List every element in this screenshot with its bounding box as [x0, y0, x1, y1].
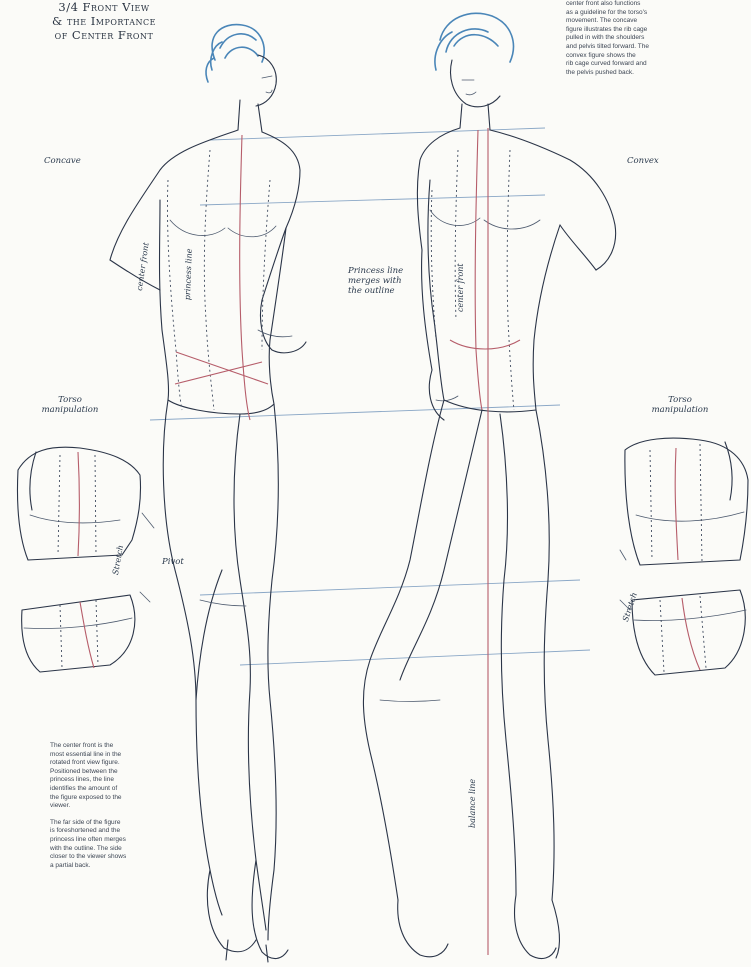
balance-line-label: balance line [468, 779, 477, 828]
note-line: rib cage curved forward and [566, 60, 649, 69]
note-line: most essential line in the [50, 751, 126, 760]
note-line: closer to the viewer shows [50, 853, 126, 862]
title-line: & the Importance [4, 14, 204, 28]
torso-manipulation-left-label: Torso manipulation [30, 395, 110, 415]
note-line: as a guideline for the torso's [566, 9, 649, 18]
note-line: figure illustrates the rib cage [566, 26, 649, 35]
left-torso-manipulation [17, 447, 154, 672]
note-line: The far side of the figure [50, 819, 126, 828]
torso-label-line: manipulation [640, 405, 720, 415]
torso-manipulation-right-label: Torso manipulation [640, 395, 720, 415]
note-line: is foreshortened and the [50, 827, 126, 836]
title-line: 3/4 Front View [4, 0, 204, 14]
note-line: princess lines, the line [50, 776, 126, 785]
right-torso-manipulation [620, 438, 748, 675]
princess-line-note: Princess line merges with the outline [348, 266, 403, 296]
paragraph-gap [50, 811, 126, 819]
horizontal-guide-lines [150, 128, 590, 665]
bottom-left-note: The center front is the most essential l… [50, 742, 126, 870]
note-line: center front also functions [566, 0, 649, 9]
note-line: viewer. [50, 802, 126, 811]
note-line: a partial back. [50, 862, 126, 871]
note-line: identifies the amount of [50, 785, 126, 794]
concave-label: Concave [44, 156, 81, 166]
note-line: the figure exposed to the [50, 794, 126, 803]
princess-note-line: the outline [348, 286, 403, 296]
note-line: movement. The concave [566, 17, 649, 26]
note-line: pulled in with the shoulders [566, 34, 649, 43]
note-line: the pelvis pushed back. [566, 69, 649, 78]
note-line: princess line often merges [50, 836, 126, 845]
page-title: 3/4 Front View & the Importance of Cente… [4, 0, 204, 42]
princess-line-left-label: princess line [183, 248, 194, 300]
note-line: convex figure shows the [566, 52, 649, 61]
right-figure-convex [363, 13, 615, 958]
princess-note-line: merges with [348, 276, 403, 286]
note-line: with the outline. The side [50, 845, 126, 854]
torso-label-line: manipulation [30, 405, 110, 415]
note-line: The center front is the [50, 742, 126, 751]
title-line: of Center Front [4, 28, 204, 42]
left-figure-concave [110, 25, 306, 962]
note-line: and pelvis tilted forward. The [566, 43, 649, 52]
princess-note-line: Princess line [348, 266, 403, 276]
convex-label: Convex [627, 156, 659, 166]
torso-label-line: Torso [640, 395, 720, 405]
torso-label-line: Torso [30, 395, 110, 405]
note-line: rotated front view figure. [50, 759, 126, 768]
pivot-label: Pivot [162, 557, 184, 567]
note-line: Positioned between the [50, 768, 126, 777]
center-front-right-label: center front [456, 263, 465, 312]
top-right-note: center front also functions as a guideli… [566, 0, 649, 77]
